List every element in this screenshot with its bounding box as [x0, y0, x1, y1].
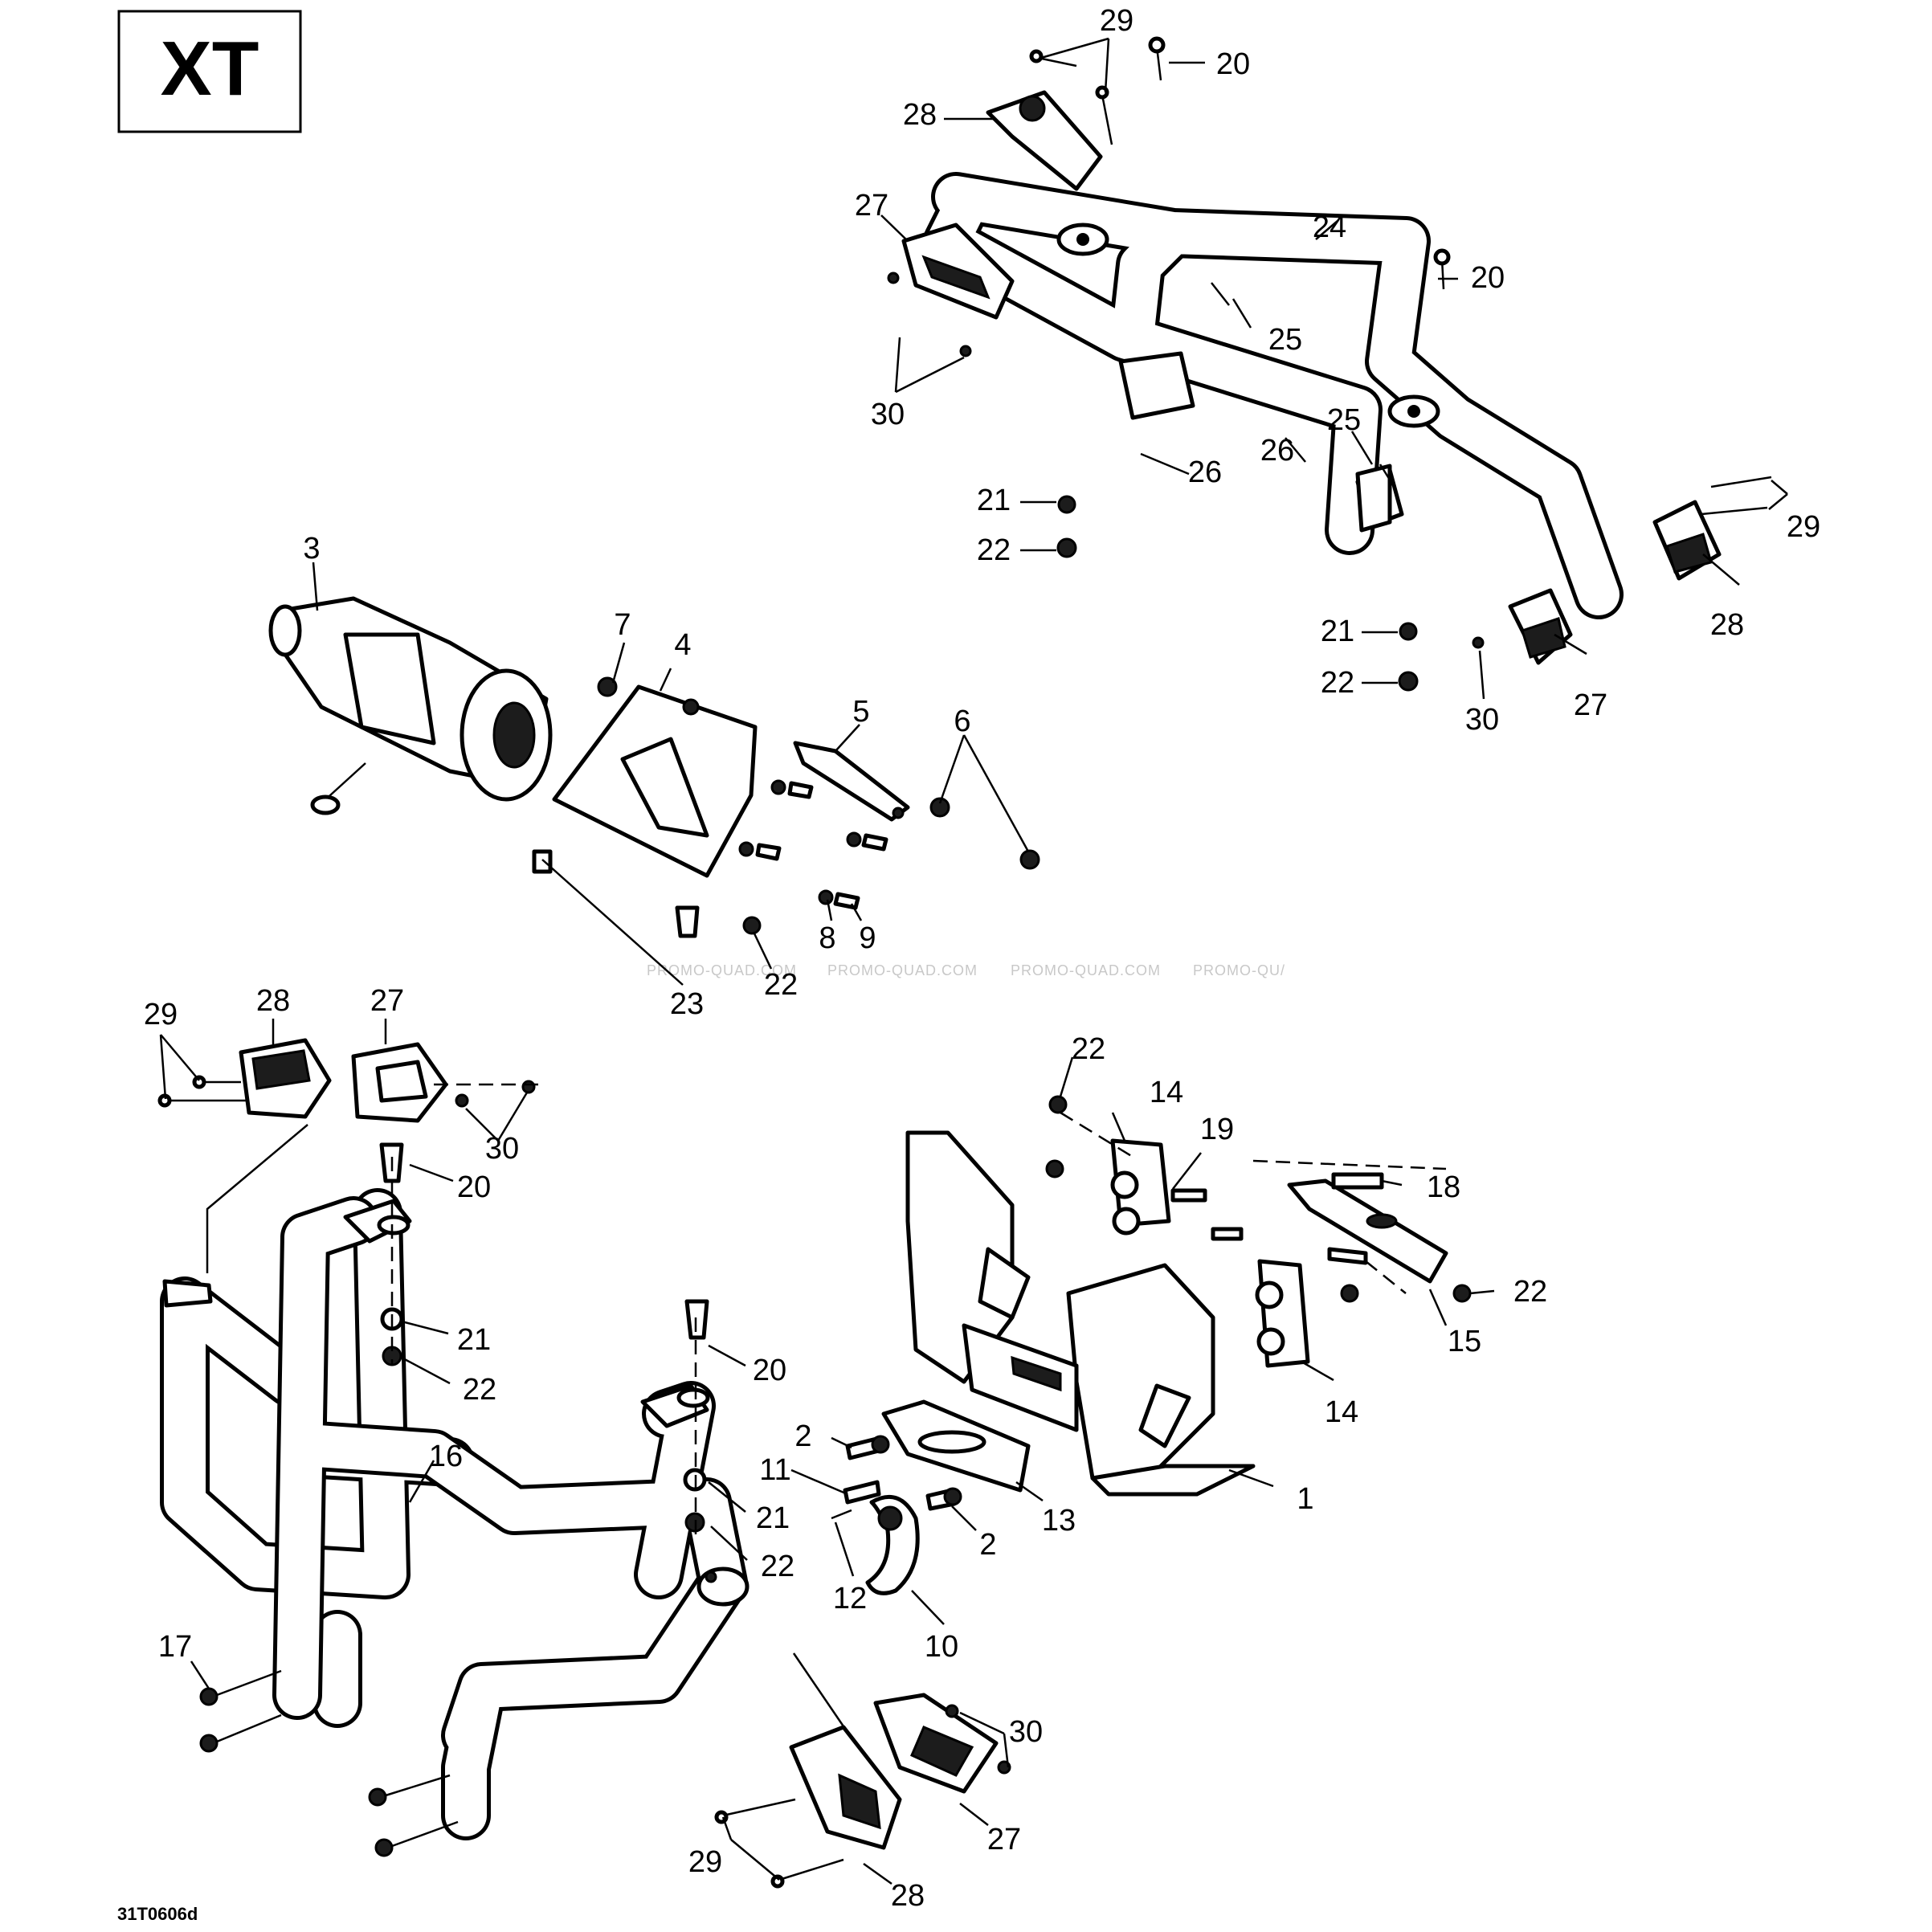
callout-15: 15 — [1448, 1325, 1481, 1358]
callout-20: 20 — [1471, 261, 1505, 295]
callout-27: 27 — [987, 1823, 1021, 1856]
callout-22: 22 — [1513, 1275, 1547, 1309]
bracket-14-upper — [1110, 1138, 1171, 1236]
callout-16: 16 — [429, 1440, 463, 1473]
callout-22: 22 — [1321, 666, 1354, 700]
callout-3: 3 — [303, 532, 320, 566]
callout-27: 27 — [1574, 688, 1607, 722]
callout-5: 5 — [852, 695, 869, 729]
winch — [268, 596, 553, 815]
callout-30: 30 — [1009, 1715, 1043, 1749]
callout-21: 21 — [977, 484, 1011, 517]
callout-1: 1 — [1297, 1482, 1313, 1516]
callout-14: 14 — [1150, 1076, 1183, 1109]
callout-30: 30 — [1465, 703, 1499, 737]
fairlead-13 — [881, 1399, 1031, 1493]
callout-25: 25 — [1327, 403, 1361, 437]
diagram-code: 31T0606d — [117, 1904, 198, 1924]
callout-14: 14 — [1325, 1395, 1358, 1429]
callout-9: 9 — [859, 921, 876, 955]
callout-2: 2 — [794, 1419, 811, 1453]
winch-mount-bracket — [905, 1130, 1256, 1497]
callout-26: 26 — [1188, 455, 1222, 489]
callout-20: 20 — [753, 1354, 786, 1387]
callout-30: 30 — [871, 398, 905, 431]
watermark-3: PROMO-QUAD.COM — [1011, 962, 1161, 978]
callout-29: 29 — [1787, 510, 1820, 544]
watermark-4: PROMO-QU/ — [1193, 962, 1285, 978]
callout-30: 30 — [485, 1132, 519, 1166]
callout-7: 7 — [614, 608, 631, 642]
watermark-row: PROMO-QUAD.COM PROMO-QUAD.COM PROMO-QUAD… — [647, 962, 1285, 978]
clamp-28-bottom — [789, 1725, 902, 1850]
clamp-27-right — [1508, 588, 1573, 665]
clamp-27-top — [901, 223, 1015, 320]
callout-8: 8 — [819, 921, 835, 955]
clamp-28-top — [986, 90, 1103, 191]
callout-22: 22 — [761, 1550, 794, 1583]
callout-2: 2 — [979, 1528, 996, 1562]
callout-4: 4 — [674, 628, 691, 662]
model-badge: XT — [117, 10, 302, 133]
clamp-28-right — [1652, 500, 1722, 581]
callouts: 29 20 28 27 24 20 25 30 21 22 26 25 26 2… — [144, 4, 1820, 1913]
callout-18: 18 — [1427, 1170, 1460, 1204]
callout-28: 28 — [256, 984, 290, 1018]
callout-28: 28 — [891, 1879, 925, 1913]
callout-26: 26 — [1260, 434, 1294, 468]
fasteners-left-clamp — [157, 1075, 546, 1108]
clamp-27-left — [351, 1042, 448, 1123]
callout-27: 27 — [855, 189, 888, 223]
front-bumper-fasteners — [199, 1142, 709, 1857]
callout-19: 19 — [1200, 1113, 1234, 1146]
callout-17: 17 — [158, 1630, 192, 1664]
callout-22: 22 — [463, 1373, 496, 1407]
callout-21: 21 — [756, 1501, 790, 1535]
hardware-2-11-12 — [831, 1435, 962, 1520]
leader-lines — [159, 37, 1788, 1885]
hardware-18-19-22 — [1045, 1095, 1472, 1303]
front-bumper-assembly — [160, 1188, 750, 1840]
watermark-2: PROMO-QUAD.COM — [827, 962, 978, 978]
rear-bumper-assembly — [923, 172, 1624, 619]
callout-13: 13 — [1042, 1504, 1076, 1538]
bracket-15 — [1287, 1178, 1448, 1284]
callout-10: 10 — [925, 1630, 958, 1664]
bracket-26-right — [1355, 464, 1392, 533]
hook-10 — [865, 1494, 920, 1595]
callout-22: 22 — [1072, 1032, 1105, 1066]
callout-21: 21 — [457, 1323, 491, 1357]
winch-plate — [552, 684, 758, 878]
callout-22: 22 — [977, 533, 1011, 567]
callout-28: 28 — [1710, 608, 1744, 642]
fasteners-top — [887, 36, 1772, 692]
callout-23: 23 — [670, 987, 704, 1021]
callout-20: 20 — [457, 1170, 491, 1204]
clamp-28-left — [239, 1038, 332, 1119]
callout-12: 12 — [833, 1582, 867, 1615]
bracket-14-lower — [1255, 1259, 1310, 1368]
callout-24: 24 — [1313, 210, 1346, 244]
callout-21: 21 — [1321, 615, 1354, 648]
clamp-27-bottom — [873, 1693, 999, 1794]
callout-28: 28 — [903, 98, 937, 132]
callout-25: 25 — [1268, 323, 1302, 357]
callout-27: 27 — [370, 984, 404, 1018]
callout-11: 11 — [759, 1453, 790, 1487]
callout-6: 6 — [954, 705, 970, 738]
callout-22: 22 — [764, 968, 798, 1002]
model-badge-text: XT — [161, 26, 259, 112]
callout-20: 20 — [1216, 47, 1250, 81]
watermark-1: PROMO-QUAD.COM — [647, 962, 797, 978]
callout-29: 29 — [1100, 4, 1133, 38]
fairlead-bracket-5 — [793, 741, 910, 822]
callout-29: 29 — [144, 998, 178, 1031]
callout-29: 29 — [688, 1845, 722, 1879]
